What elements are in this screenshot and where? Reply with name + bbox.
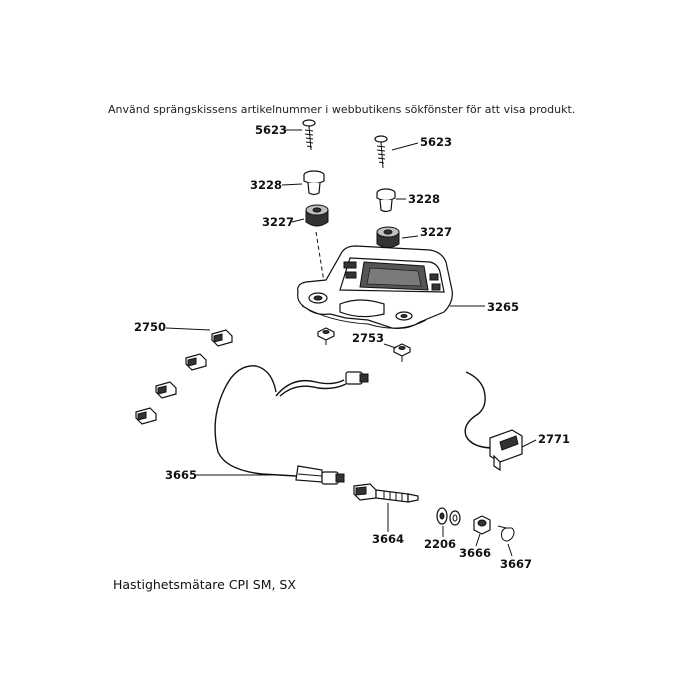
label-3227-right: 3227 xyxy=(420,225,452,239)
clip-2750-1[interactable] xyxy=(211,329,233,347)
label-3227-left: 3227 xyxy=(262,215,294,229)
speedometer-cable-3665[interactable] xyxy=(214,365,369,485)
label-5623-left: 5623 xyxy=(255,123,287,137)
label-5623-right: 5623 xyxy=(420,135,452,149)
label-2753: 2753 xyxy=(352,331,384,345)
label-3228-left: 3228 xyxy=(250,178,282,192)
label-3667: 3667 xyxy=(500,557,532,571)
label-2771: 2771 xyxy=(538,432,570,446)
label-3665: 3665 xyxy=(165,468,197,482)
clip-2750-3[interactable] xyxy=(155,381,177,399)
label-2750: 2750 xyxy=(134,320,166,334)
nut-3666[interactable] xyxy=(473,515,491,535)
nut-2753-right[interactable] xyxy=(393,343,411,362)
sensor-2771[interactable] xyxy=(464,371,523,472)
bushing-3228-left[interactable] xyxy=(303,170,325,196)
instruction-text: Använd sprängskissens artikelnummer i we… xyxy=(108,103,576,116)
speedometer-housing-3265[interactable] xyxy=(297,245,453,329)
circlip-3667[interactable] xyxy=(497,525,515,542)
screw-5623-right[interactable] xyxy=(374,135,388,169)
grommet-3227-left[interactable] xyxy=(305,204,329,227)
screw-5623-left[interactable] xyxy=(302,119,316,151)
clip-2750-2[interactable] xyxy=(185,353,207,371)
label-3265: 3265 xyxy=(487,300,519,314)
label-3228-right: 3228 xyxy=(408,192,440,206)
nut-2753-left[interactable] xyxy=(317,327,335,345)
sensor-bolt-3664[interactable] xyxy=(353,483,419,503)
label-3666: 3666 xyxy=(459,546,491,560)
clip-2750-4[interactable] xyxy=(135,407,157,425)
bushing-3228-right[interactable] xyxy=(376,188,396,213)
washer-2206[interactable] xyxy=(436,507,461,526)
label-3664: 3664 xyxy=(372,532,404,546)
label-2206: 2206 xyxy=(424,537,456,551)
grommet-3227-right[interactable] xyxy=(376,226,400,248)
diagram-title: Hastighetsmätare CPI SM, SX xyxy=(113,577,296,592)
